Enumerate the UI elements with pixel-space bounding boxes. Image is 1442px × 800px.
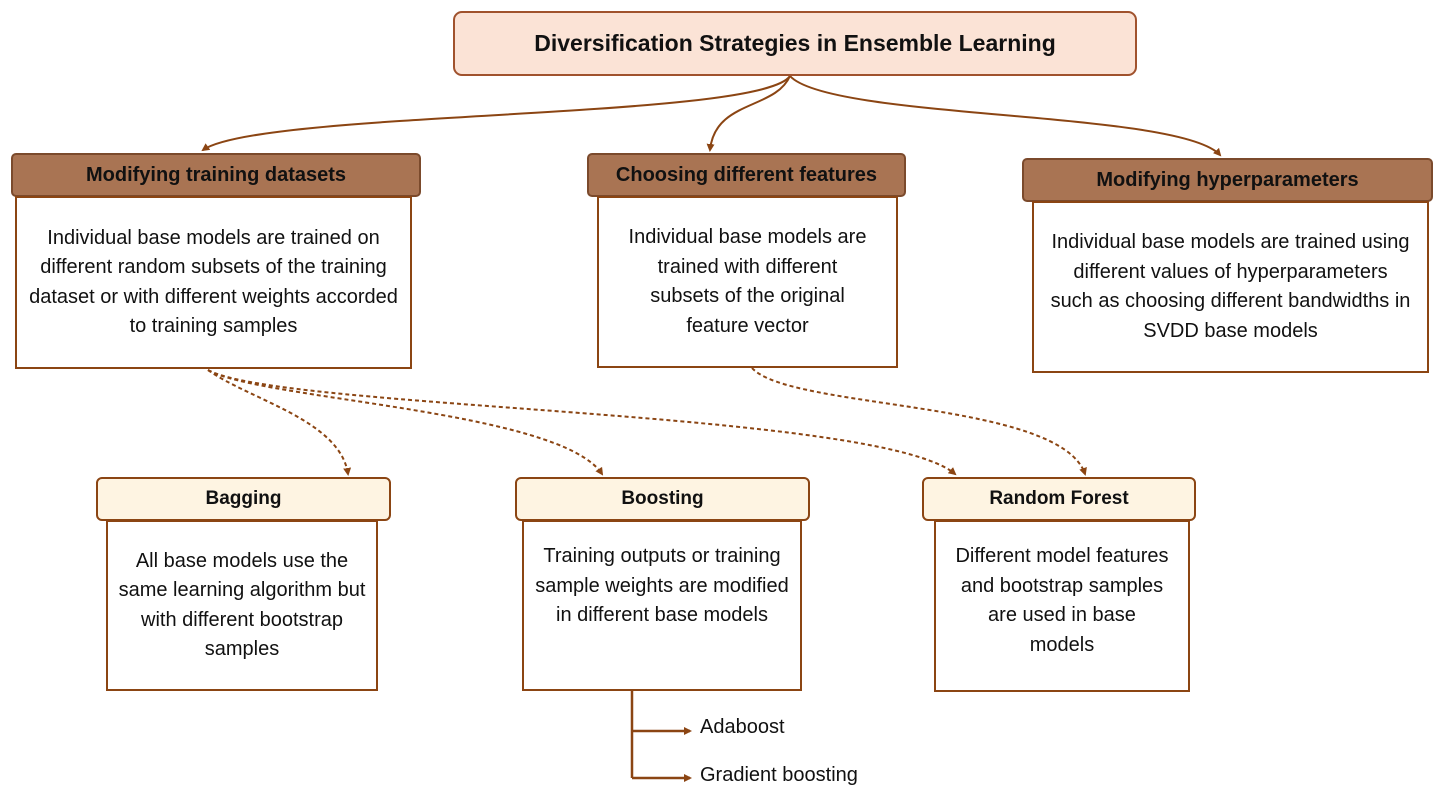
boosting-variant-gradient-boosting: Gradient boosting bbox=[700, 764, 858, 786]
strategy-body-hyperparameters: Individual base models are trained using… bbox=[1032, 201, 1429, 373]
dashed-arrow-datasets-to-boosting bbox=[207, 369, 604, 476]
method-header-randomforest: Random Forest bbox=[922, 477, 1196, 521]
diagram-title: Diversification Strategies in Ensemble L… bbox=[453, 11, 1137, 76]
dashed-arrow-features-to-randomforest bbox=[751, 367, 1087, 476]
strategy-header-features: Choosing different features bbox=[587, 153, 906, 197]
method-header-boosting: Boosting bbox=[515, 477, 810, 521]
arrow-root-to-hyperparameters bbox=[789, 75, 1222, 157]
boosting-variant-adaboost: Adaboost bbox=[700, 716, 785, 738]
strategy-body-datasets: Individual base models are trained on di… bbox=[15, 196, 412, 369]
strategy-header-hyperparameters: Modifying hyperparameters bbox=[1022, 158, 1433, 202]
method-body-randomforest: Different model features and bootstrap s… bbox=[934, 520, 1190, 692]
arrow-root-to-features bbox=[706, 75, 791, 152]
method-body-boosting: Training outputs or training sample weig… bbox=[522, 520, 802, 691]
method-header-bagging: Bagging bbox=[96, 477, 391, 521]
dashed-arrow-datasets-to-bagging bbox=[207, 369, 352, 476]
strategy-body-features: Individual base models are trained with … bbox=[597, 196, 898, 368]
dashed-arrow-datasets-to-randomforest bbox=[207, 369, 957, 476]
method-body-bagging: All base models use the same learning al… bbox=[106, 520, 378, 691]
strategy-header-datasets: Modifying training datasets bbox=[11, 153, 421, 197]
arrow-root-to-datasets bbox=[201, 75, 791, 152]
